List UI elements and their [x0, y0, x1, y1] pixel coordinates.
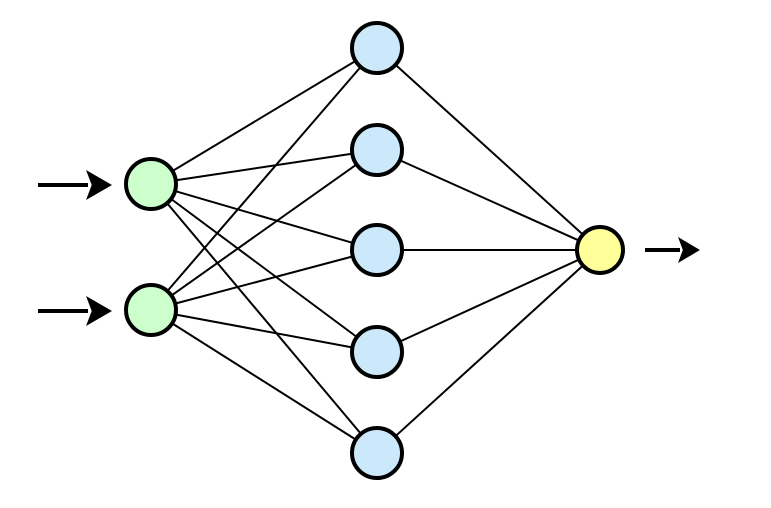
input-arrow-top-head-icon: [86, 170, 112, 200]
node-i2[interactable]: [124, 283, 178, 337]
edge-i1-h1: [169, 58, 359, 174]
edge-i2-h4: [172, 313, 356, 349]
node-i1[interactable]: [124, 157, 178, 211]
nodes-group: [124, 21, 625, 480]
edge-i1-h3: [171, 189, 357, 245]
edge-i2-h2: [168, 161, 360, 299]
arrows-group: [38, 170, 700, 326]
node-o1[interactable]: [575, 225, 625, 275]
input-arrow-bottom: [38, 296, 112, 326]
edge-i1-h4: [168, 196, 360, 340]
edge-i2-h3: [172, 254, 356, 306]
edge-h4-o1: [396, 257, 583, 344]
node-h3[interactable]: [350, 223, 404, 277]
edge-h5-o1: [392, 262, 586, 439]
node-h2[interactable]: [350, 123, 404, 177]
edge-i1-h2: [172, 152, 356, 182]
node-h4[interactable]: [350, 325, 404, 379]
edges-group: [164, 58, 586, 443]
edge-h1-o1: [392, 62, 586, 238]
output-arrow: [645, 237, 700, 263]
edge-i1-h5: [164, 200, 364, 437]
edge-h2-o1: [396, 158, 583, 243]
node-h1[interactable]: [350, 21, 404, 75]
output-arrow-head-icon: [678, 237, 700, 263]
input-arrow-bottom-head-icon: [86, 296, 112, 326]
edge-i2-h5: [169, 320, 359, 443]
edge-i2-h1: [164, 64, 364, 294]
node-h5[interactable]: [350, 426, 404, 480]
input-arrow-top: [38, 170, 112, 200]
